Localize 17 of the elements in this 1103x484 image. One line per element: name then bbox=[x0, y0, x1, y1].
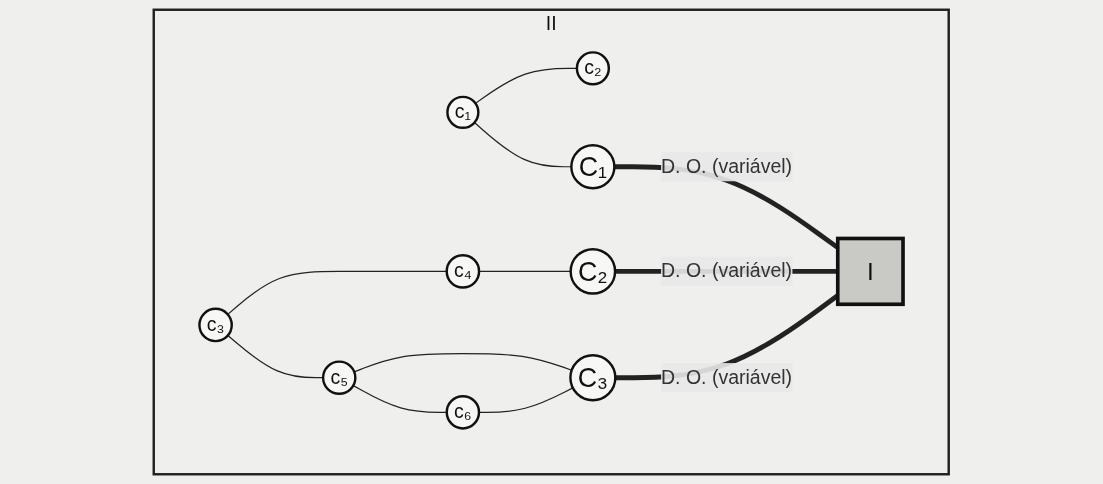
node-circle bbox=[570, 144, 616, 190]
node-circle bbox=[575, 51, 611, 86]
connector bbox=[478, 387, 574, 413]
edge-label: D. O. (variável) bbox=[661, 155, 793, 177]
node-circle bbox=[322, 360, 357, 396]
connector bbox=[227, 334, 324, 379]
edge-label: D. O. (variável) bbox=[661, 366, 793, 388]
node-circle bbox=[569, 354, 617, 402]
node-circle bbox=[445, 254, 481, 289]
node-circle bbox=[445, 395, 481, 430]
connector bbox=[475, 67, 578, 104]
node-circle bbox=[569, 247, 617, 295]
edge-label: D. O. (variável) bbox=[661, 260, 793, 282]
node-circle bbox=[446, 95, 480, 130]
connector bbox=[227, 270, 448, 315]
node-circle bbox=[198, 307, 234, 343]
node-box bbox=[836, 236, 906, 307]
